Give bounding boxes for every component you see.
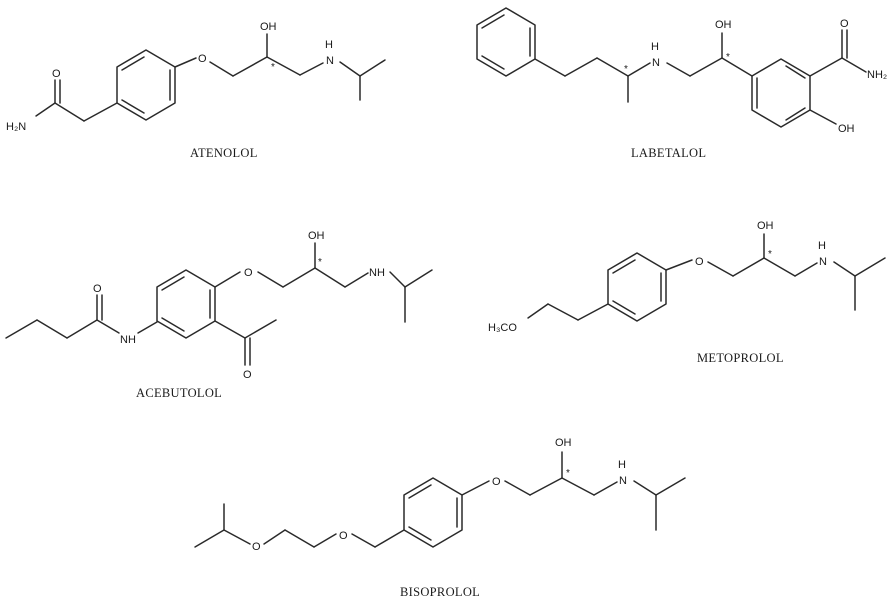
bisoprolol-o1: O <box>252 541 261 553</box>
molecule-labetalol: H N * OH * O NH₂ OH LABETALOL <box>476 7 887 160</box>
acebutolol-stereo-star: * <box>318 257 322 268</box>
labetalol-stereo-star-2: * <box>726 52 730 63</box>
metoprolol-ether-o: O <box>695 256 704 268</box>
molecule-bisoprolol: O O O OH * H N BISOPROLOL <box>194 437 686 599</box>
molecule-acebutolol: O NH O OH * NH O ACEBUTOLOL <box>5 230 433 400</box>
atenolol-nh-n: N <box>326 55 334 67</box>
bisoprolol-nh-n: N <box>619 475 627 487</box>
atenolol-amide-o: O <box>52 68 61 80</box>
labetalol-oh-2: OH <box>838 123 855 135</box>
atenolol-nh-h: H <box>325 39 333 51</box>
atenolol-name: ATENOLOL <box>190 146 258 160</box>
bisoprolol-ether-o: O <box>492 476 501 488</box>
labetalol-nh-h: H <box>651 41 659 53</box>
metoprolol-bonds <box>527 233 886 322</box>
metoprolol-oh: OH <box>757 220 774 232</box>
acebutolol-amide-o: O <box>93 283 102 295</box>
labetalol-nh-n: N <box>652 57 660 69</box>
metoprolol-nh-n: N <box>819 256 827 268</box>
bisoprolol-nh-h: H <box>618 459 626 471</box>
atenolol-stereo-star: * <box>271 62 275 73</box>
atenolol-oh: OH <box>260 21 277 33</box>
labetalol-oh-1: OH <box>715 19 732 31</box>
acebutolol-ether-o: O <box>244 267 253 279</box>
labetalol-name: LABETALOL <box>631 146 706 160</box>
bisoprolol-bonds <box>194 451 686 548</box>
acebutolol-name: ACEBUTOLOL <box>136 386 222 400</box>
acebutolol-acetyl-o: O <box>243 369 252 381</box>
metoprolol-nh-h: H <box>818 240 826 252</box>
labetalol-amide-o: O <box>840 18 849 30</box>
acebutolol-nh: NH <box>369 267 385 279</box>
molecule-atenolol: O H₂N O OH * H N ATENOLOL <box>6 21 386 160</box>
metoprolol-stereo-star: * <box>768 249 772 260</box>
metoprolol-methoxy: H₃CO <box>488 322 517 334</box>
acebutolol-amide-nh: NH <box>120 334 136 346</box>
labetalol-stereo-star-1: * <box>624 64 628 75</box>
bisoprolol-oh: OH <box>555 437 572 449</box>
metoprolol-name: METOPROLOL <box>697 351 784 365</box>
atenolol-amide-n: H₂N <box>6 121 26 133</box>
labetalol-bonds <box>476 7 867 128</box>
bisoprolol-o2: O <box>339 530 348 542</box>
acebutolol-bonds <box>5 242 433 366</box>
bisoprolol-stereo-star: * <box>566 468 570 479</box>
acebutolol-oh: OH <box>308 230 325 242</box>
labetalol-amide-n: NH₂ <box>867 69 887 81</box>
bisoprolol-name: BISOPROLOL <box>400 585 480 599</box>
atenolol-bonds <box>35 33 386 122</box>
molecule-metoprolol: H₃CO O OH * H N METOPROLOL <box>488 220 886 365</box>
atenolol-ether-o: O <box>198 53 207 65</box>
